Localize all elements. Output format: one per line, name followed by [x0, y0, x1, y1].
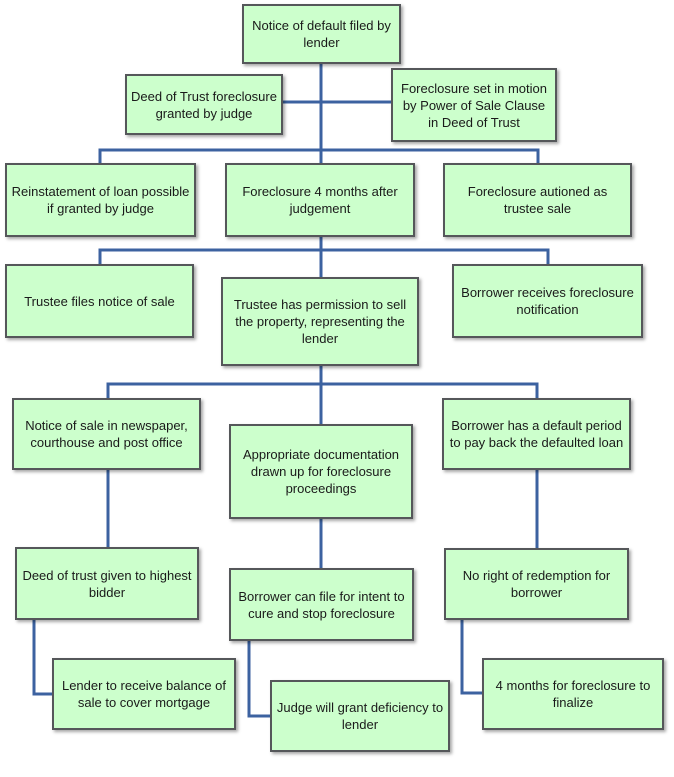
node-deed-of-trust-granted: Deed of Trust foreclosure granted by jud…: [125, 74, 283, 135]
node-notice-of-default: Notice of default filed by lender: [242, 4, 401, 64]
node-judge-deficiency: Judge will grant deficiency to lender: [270, 680, 450, 752]
node-borrower-notification: Borrower receives foreclosure notificati…: [452, 264, 643, 338]
node-intent-to-cure: Borrower can file for intent to cure and…: [229, 568, 414, 641]
node-default-period: Borrower has a default period to pay bac…: [442, 398, 631, 470]
node-no-redemption: No right of redemption for borrower: [444, 548, 629, 620]
connector-right-2: [460, 618, 484, 695]
node-reinstatement: Reinstatement of loan possible if grante…: [5, 163, 196, 237]
connector-left-2: [32, 618, 54, 696]
node-trustee-permission: Trustee has permission to sell the prope…: [221, 277, 419, 366]
node-documentation: Appropriate documentation drawn up for f…: [229, 424, 413, 519]
node-trustee-sale: Foreclosure autioned as trustee sale: [443, 163, 632, 237]
connector-row-3: [98, 248, 550, 266]
node-foreclosure-4-months: Foreclosure 4 months after judgement: [225, 163, 415, 237]
node-lender-balance: Lender to receive balance of sale to cov…: [52, 658, 236, 730]
connector-row-2: [98, 148, 540, 165]
node-4-months-finalize: 4 months for foreclosure to finalize: [482, 658, 664, 730]
node-power-of-sale: Foreclosure set in motion by Power of Sa…: [391, 68, 557, 142]
connector-row-4: [106, 382, 539, 400]
node-highest-bidder: Deed of trust given to highest bidder: [15, 547, 199, 620]
node-notice-of-sale: Notice of sale in newspaper, courthouse …: [12, 398, 201, 470]
connector-mid-2: [247, 639, 272, 718]
node-trustee-files-notice: Trustee files notice of sale: [5, 264, 194, 338]
